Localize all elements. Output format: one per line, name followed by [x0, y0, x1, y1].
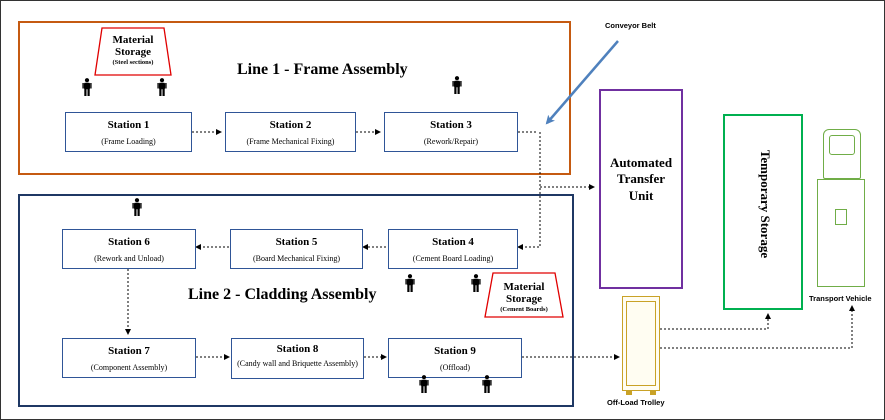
station-desc: (Frame Mechanical Fixing) — [246, 136, 335, 146]
storage1-subtitle: (Steel sections) — [112, 59, 154, 67]
operator-icon — [132, 198, 142, 216]
station-3: Station 3 (Rework/Repair) — [384, 112, 518, 152]
station-title: Station 2 — [269, 119, 312, 131]
station-6: Station 6 (Rework and Unload) — [62, 229, 196, 269]
operator-icon — [419, 375, 429, 393]
trolley-shelf — [626, 301, 656, 386]
station-desc: (Rework and Unload) — [94, 253, 164, 263]
line2-title: Line 2 - Cladding Assembly — [188, 286, 377, 303]
automated-transfer-unit: Automated Transfer Unit — [599, 89, 683, 289]
station-5: Station 5 (Board Mechanical Fixing) — [230, 229, 363, 269]
storage2-trapezoid — [484, 272, 564, 318]
station-7: Station 7 (Component Assembly) — [62, 338, 196, 378]
operator-icon — [452, 76, 462, 94]
line1-title: Line 1 - Frame Assembly — [237, 61, 408, 78]
line2-cladding-assembly-area — [18, 194, 574, 407]
storage1-trapezoid — [94, 27, 172, 76]
storage2-subtitle: (Cement Boards) — [500, 306, 548, 314]
station-4: Station 4 (Cement Board Loading) — [388, 229, 518, 269]
station-title: Station 1 — [107, 119, 150, 131]
off-load-trolley-label: Off-Load Trolley — [607, 398, 665, 407]
vehicle-windshield — [829, 135, 855, 155]
trolley-wheel-right — [650, 391, 656, 395]
storage2-label: Material Storage (Cement Boards) — [489, 281, 559, 313]
station-desc: (Rework/Repair) — [423, 136, 479, 146]
vehicle-body — [817, 179, 865, 287]
off-load-trolley — [622, 296, 660, 395]
station-desc: (Frame Loading) — [101, 136, 156, 146]
station-9: Station 9 (Offload) — [388, 338, 522, 378]
station-desc: (Offload) — [439, 362, 471, 372]
station-title: Station 3 — [430, 119, 472, 131]
station-desc: (Component Assembly) — [90, 362, 168, 372]
storage1-title: Material Storage — [112, 34, 154, 59]
station-title: Station 7 — [108, 345, 150, 357]
conveyor-belt-label: Conveyor Belt — [605, 21, 656, 30]
station-title: Station 5 — [275, 236, 318, 248]
conveyor-pointer — [545, 40, 619, 125]
storage2-title: Material Storage — [503, 281, 545, 306]
operator-icon — [82, 78, 92, 96]
temp-storage-label: Temporary Storage — [758, 149, 773, 259]
station-title: Station 8 — [276, 343, 319, 355]
station-title: Station 4 — [432, 236, 474, 248]
station-title: Station 9 — [434, 345, 476, 357]
arrow-trolley-temp-storage — [660, 313, 771, 330]
storage1-label: Material Storage (Steel sections) — [99, 34, 167, 66]
transfer-unit-label: Automated Transfer Unit — [609, 155, 673, 203]
transport-vehicle-label: Transport Vehicle — [809, 294, 872, 303]
transport-vehicle — [817, 129, 867, 289]
station-title: Station 6 — [108, 236, 150, 248]
station-8: Station 8 (Candy wall and Briquette Asse… — [231, 338, 364, 379]
operator-icon — [405, 274, 415, 292]
station-1: Station 1 (Frame Loading) — [65, 112, 192, 152]
connector-conveyor-to-s4 — [517, 132, 541, 250]
operator-icon — [471, 274, 481, 292]
operator-icon — [157, 78, 167, 96]
station-desc: (Candy wall and Briquette Assembly) — [237, 358, 358, 368]
station-desc: (Cement Board Loading) — [412, 253, 494, 263]
trolley-wheel-left — [626, 391, 632, 395]
station-2: Station 2 (Frame Mechanical Fixing) — [225, 112, 356, 152]
vehicle-load-marker — [835, 209, 847, 225]
temporary-storage: Temporary Storage — [723, 114, 803, 310]
station-desc: (Board Mechanical Fixing) — [252, 253, 341, 263]
operator-icon — [482, 375, 492, 393]
arrow-trolley-vehicle — [660, 305, 855, 349]
